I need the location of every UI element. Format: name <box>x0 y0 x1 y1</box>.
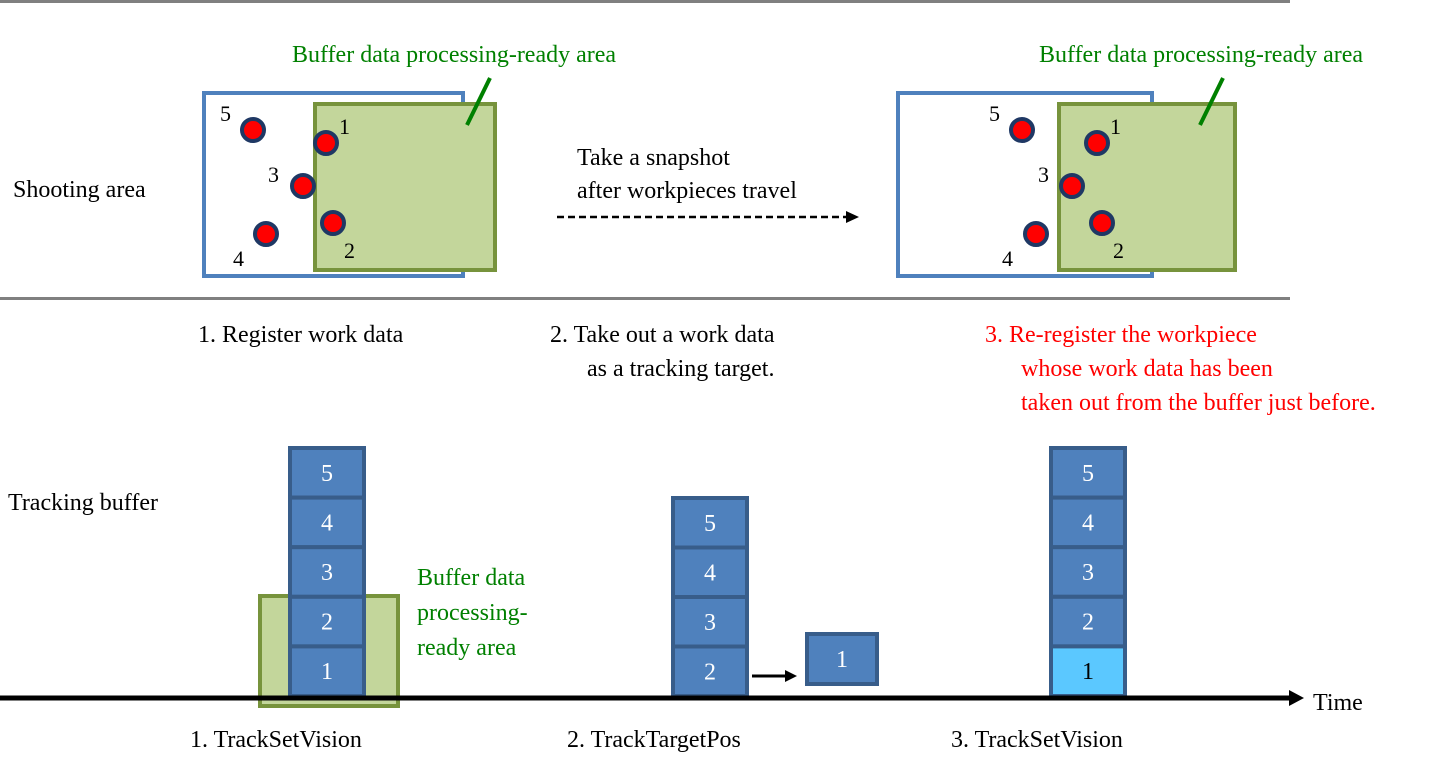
tracking-buffer-label: Tracking buffer <box>8 490 158 516</box>
workpiece-label: 2 <box>1113 238 1124 263</box>
buffer-cell <box>671 644 749 698</box>
buffer-stack-3: 5 4 3 2 1 <box>1049 446 1127 699</box>
workpiece-4 <box>253 221 279 247</box>
buffer-cell-label: 4 <box>704 560 716 586</box>
taken-out-cell <box>805 632 879 686</box>
workpiece-label: 4 <box>233 246 244 271</box>
buffer-cell-label: 3 <box>321 560 333 586</box>
arrow-right-icon <box>785 670 797 682</box>
workpiece-label: 5 <box>220 101 231 126</box>
buffer-cell-reregistered <box>1049 644 1127 699</box>
workpiece-3 <box>1059 173 1085 199</box>
buffer-ready-area-label: ready area <box>417 635 517 661</box>
step-3-text: 3. Re-register the workpiece <box>985 322 1257 348</box>
buffer-cell-label: 2 <box>1082 610 1094 636</box>
step-1-text: 1. Register work data <box>198 322 404 348</box>
workpiece-1 <box>1084 130 1110 156</box>
buffer-ready-area-label: processing- <box>417 600 528 626</box>
shooting-area-before: Buffer data processing-ready area 5 1 3 … <box>202 42 616 278</box>
buffer-cell <box>671 496 749 550</box>
buffer-stack-2: 5 4 3 2 <box>671 496 749 698</box>
buffer-cell <box>288 644 366 699</box>
arrow-right-icon <box>1289 690 1304 706</box>
arrow-right-icon <box>846 211 859 223</box>
workpiece-1 <box>313 130 339 156</box>
workpiece-5 <box>1009 117 1035 143</box>
step-2-text: as a tracking target. <box>587 356 774 382</box>
call-1-label: 1. TrackSetVision <box>190 727 362 753</box>
buffer-cell-label: 1 <box>321 659 333 685</box>
shooting-area-label: Shooting area <box>13 177 146 203</box>
workpiece-2 <box>1089 210 1115 236</box>
workpiece-label: 3 <box>268 162 279 187</box>
buffer-cell <box>1049 446 1127 500</box>
step-3-text: taken out from the buffer just before. <box>1021 390 1376 416</box>
workpiece-label: 4 <box>1002 246 1013 271</box>
workpiece-label: 1 <box>1110 114 1121 139</box>
buffer-stack-1: 5 4 3 2 1 <box>288 446 366 699</box>
buffer-cell-label: 4 <box>1082 510 1094 536</box>
ready-area-box <box>1057 102 1237 272</box>
snapshot-label: Take a snapshot <box>577 145 730 171</box>
buffer-cell-label: 5 <box>1082 461 1094 487</box>
buffer-cell-label: 5 <box>704 511 716 537</box>
ready-area-label: Buffer data processing-ready area <box>1039 42 1363 68</box>
step-2-text: 2. Take out a work data <box>550 322 775 348</box>
ready-area-box <box>313 102 497 272</box>
buffer-cell-label: 2 <box>704 659 716 685</box>
snapshot-label: after workpieces travel <box>577 178 797 204</box>
ready-area-leader <box>465 77 492 126</box>
buffer-cell-label: 2 <box>321 610 333 636</box>
shooting-area-after: Buffer data processing-ready area 5 1 3 … <box>896 42 1363 278</box>
time-label: Time <box>1313 690 1363 716</box>
buffer-cell-label: 1 <box>1082 659 1094 685</box>
workpiece-label: 3 <box>1038 162 1049 187</box>
ready-area-leader <box>1198 77 1225 126</box>
buffer-cell-label: 4 <box>321 510 333 536</box>
call-2-label: 2. TrackTargetPos <box>567 727 741 753</box>
call-3-label: 3. TrackSetVision <box>951 727 1123 753</box>
workpiece-label: 2 <box>344 238 355 263</box>
buffer-cell-label: 3 <box>704 610 716 636</box>
buffer-cell-label: 5 <box>321 461 333 487</box>
buffer-cell-label: 3 <box>1082 560 1094 586</box>
buffer-ready-area-label: Buffer data <box>417 565 526 591</box>
workpiece-2 <box>320 210 346 236</box>
step-3-text: whose work data has been <box>1021 356 1273 382</box>
taken-out-cell-label: 1 <box>836 647 848 673</box>
workpiece-3 <box>290 173 316 199</box>
workpiece-label: 5 <box>989 101 1000 126</box>
ready-area-label: Buffer data processing-ready area <box>292 42 616 68</box>
buffer-cell <box>1049 495 1127 550</box>
workpiece-5 <box>240 117 266 143</box>
workpiece-label: 1 <box>339 114 350 139</box>
workpiece-4 <box>1023 221 1049 247</box>
